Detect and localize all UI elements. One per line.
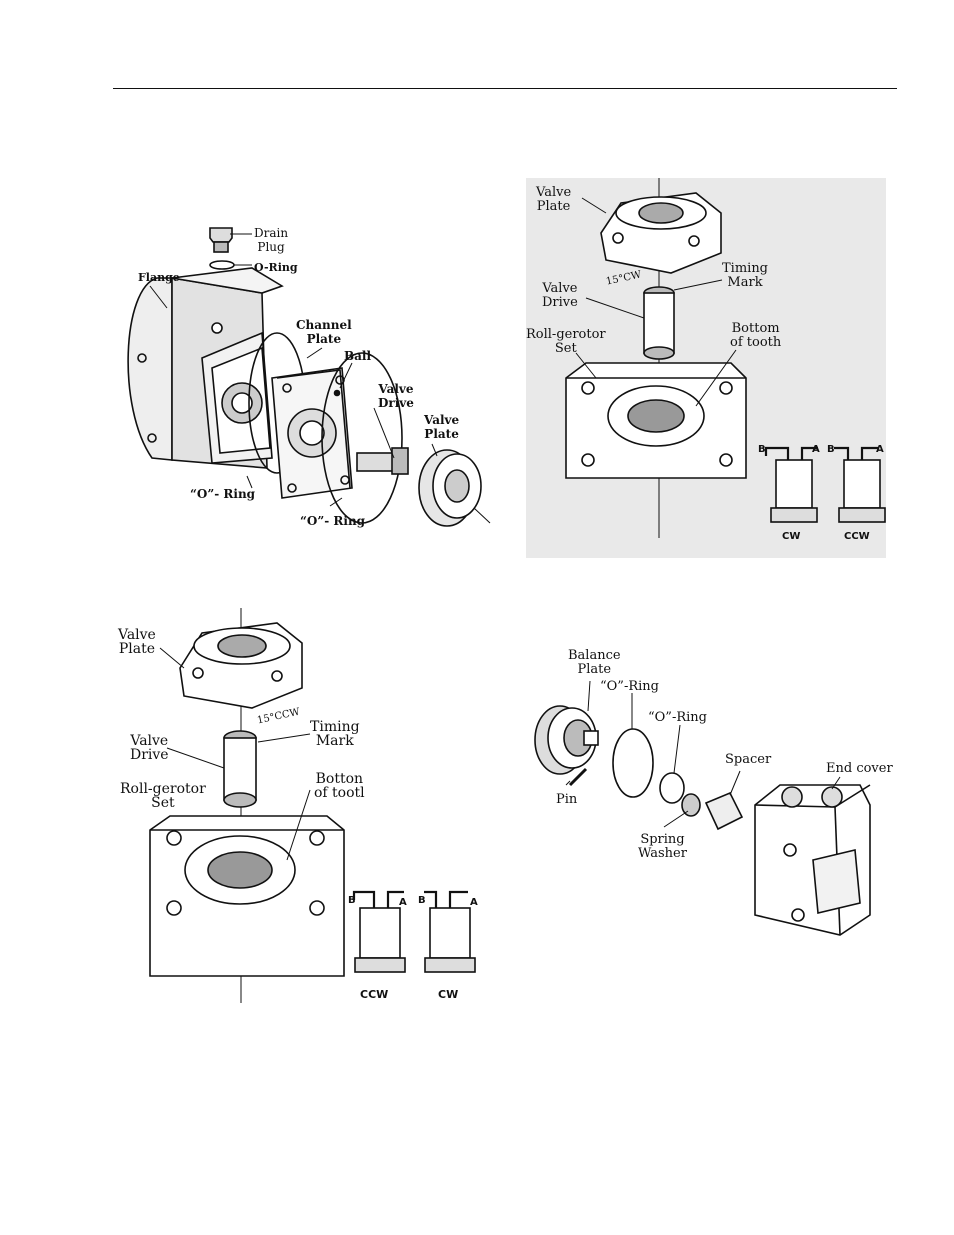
port-b2-label: B <box>418 895 426 906</box>
port-b-label: B <box>758 444 766 455</box>
timing-mark-label: Timing Mark <box>722 261 769 290</box>
end-cover-drawing <box>534 680 871 936</box>
rotation-1-label: CW <box>782 531 801 542</box>
end-cover-label: End cover <box>826 761 893 776</box>
valve-plate-label: Valve Plate <box>536 185 572 214</box>
roll-gerotor-label: Roll-gerotor Set <box>120 781 206 811</box>
o-ring-top-label: O-Ring <box>254 261 298 274</box>
figure-timing-cw: Valve Plate 15°CW Timing Mark Valve Driv… <box>526 178 886 558</box>
pin-label: Pin <box>556 792 578 807</box>
valve-plate-label: Valve Plate <box>118 627 156 657</box>
port-b2-label: B <box>827 444 835 455</box>
figure-end-cover: Balance Plate “O”-Ring “O”-Ring Spacer E… <box>530 645 898 945</box>
roll-gerotor-label: Roll-gerotor Set <box>526 327 606 356</box>
timing-ccw-drawing <box>149 608 476 1003</box>
o-ring-2-label: “O”- Ring <box>300 514 366 528</box>
valve-drive-label: Valve Drive <box>130 733 169 763</box>
flange-label: Flange <box>138 271 180 284</box>
drain-plug-label: Drain Plug <box>254 226 289 254</box>
rotation-2-label: CCW <box>844 531 870 542</box>
valve-plate-label: Valve Plate <box>424 413 460 441</box>
timing-cw-drawing <box>565 178 886 538</box>
balance-plate-label: Balance Plate <box>568 648 621 677</box>
port-b-label: B <box>348 895 356 906</box>
o-ring-1-label: “O”- Ring <box>190 487 256 501</box>
spring-washer-label: Spring Washer <box>638 832 687 861</box>
port-a2-label: A <box>876 444 884 455</box>
rotation-2-label: CW <box>438 988 459 1001</box>
o-ring-2-label: “O”-Ring <box>648 710 707 725</box>
bottom-tooth-label: Bottom of tooth <box>730 321 782 350</box>
valve-drive-label: Valve Drive <box>542 281 578 310</box>
ball-label: Ball <box>344 349 372 363</box>
header-rule <box>113 88 897 89</box>
figure-flange-assembly: Drain Plug O-Ring Flange Channel Plate B… <box>112 208 497 538</box>
port-a-label: A <box>812 444 820 455</box>
o-ring-1-label: “O”-Ring <box>600 679 659 694</box>
bottom-tooth-label: Botton of tootl <box>314 771 365 801</box>
flange-assembly-drawing <box>127 227 491 527</box>
valve-drive-label: Valve Drive <box>378 382 414 410</box>
port-a2-label: A <box>470 897 478 908</box>
channel-plate-label: Channel Plate <box>296 318 352 346</box>
rotation-1-label: CCW <box>360 988 389 1001</box>
port-a-label: A <box>399 897 407 908</box>
figure-timing-ccw: Valve Plate 15°CCW Timing Mark Valve Dri… <box>112 608 480 1008</box>
spacer-label: Spacer <box>725 752 772 767</box>
timing-mark-label: Timing Mark <box>310 719 360 749</box>
